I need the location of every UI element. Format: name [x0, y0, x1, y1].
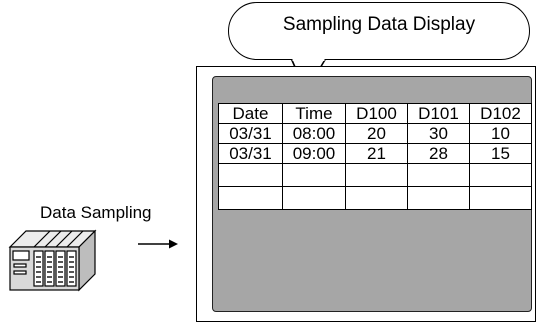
table-cell: 08:00 [282, 123, 346, 144]
table-cell [407, 163, 470, 187]
table-cell [345, 186, 408, 210]
table-cell: 10 [469, 123, 532, 144]
data-sampling-label: Data Sampling [40, 203, 152, 222]
table-row: 03/31 08:00 20 30 10 [218, 123, 532, 144]
plc-unit-icon [8, 229, 97, 292]
callout-title: Sampling Data Display [282, 14, 476, 35]
table-cell [345, 163, 408, 187]
table-cell [469, 186, 532, 210]
header-date: Date [218, 103, 283, 124]
table-header-row: Date Time D100 D101 D102 [218, 103, 532, 124]
header-d101: D101 [407, 103, 470, 124]
table-row [218, 163, 532, 187]
table-cell: 03/31 [218, 123, 283, 144]
table-row: 03/31 09:00 21 28 15 [218, 143, 532, 164]
table-row [218, 186, 532, 210]
callout-bubble [228, 2, 530, 60]
header-time: Time [282, 103, 346, 124]
table-cell [282, 186, 346, 210]
sampling-data-table: Date Time D100 D101 D102 03/31 08:00 20 … [218, 103, 532, 210]
arrow-right-icon [138, 239, 178, 249]
table-cell: 28 [407, 143, 470, 164]
table-cell [218, 186, 283, 210]
table-cell: 03/31 [218, 143, 283, 164]
table-cell [407, 186, 470, 210]
